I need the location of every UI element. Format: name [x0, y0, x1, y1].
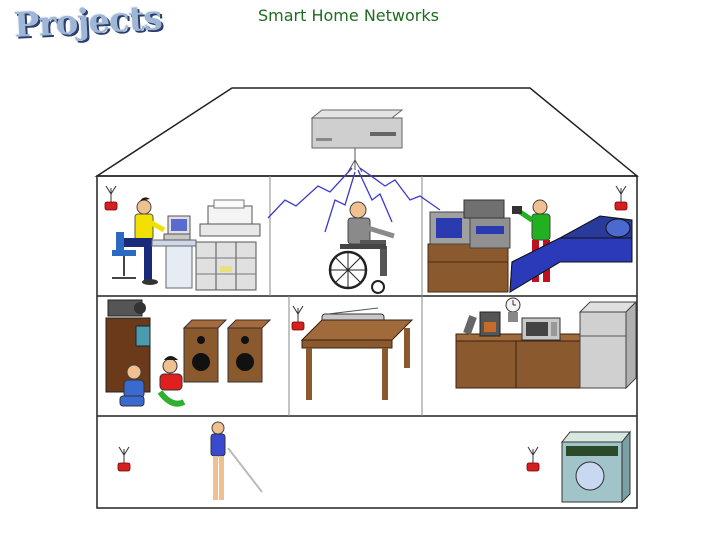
printer-icon [199, 199, 261, 237]
refrigerator-icon [578, 300, 638, 390]
antenna-icon [117, 446, 131, 472]
antenna-icon [614, 185, 628, 211]
camcorder-icon [105, 299, 151, 393]
antenna-icon [526, 446, 540, 472]
speaker-icon [182, 319, 228, 383]
bed-icon [509, 215, 633, 293]
clock-icon [505, 297, 521, 322]
antenna-icon [104, 185, 118, 211]
wireless-signals [267, 167, 441, 233]
blind-person-icon [210, 421, 263, 500]
filing-cabinet-icon [195, 241, 257, 291]
tv-stand-icon [427, 199, 511, 293]
children-icon [119, 356, 186, 407]
desktop-computer-icon [151, 215, 197, 289]
table-icon [300, 319, 414, 400]
page-title: Smart Home Networks [258, 6, 439, 25]
house-outline [94, 87, 640, 509]
speaker-icon [226, 319, 272, 383]
office-worker-icon [112, 197, 166, 285]
kitchen-counter [455, 333, 583, 389]
antenna-icon [291, 305, 305, 331]
microwave-icon [521, 317, 561, 341]
server-icon [310, 109, 404, 173]
washing-machine-icon [560, 430, 632, 504]
coffee-maker-icon [463, 311, 501, 337]
wheelchair-user-icon [328, 201, 395, 294]
